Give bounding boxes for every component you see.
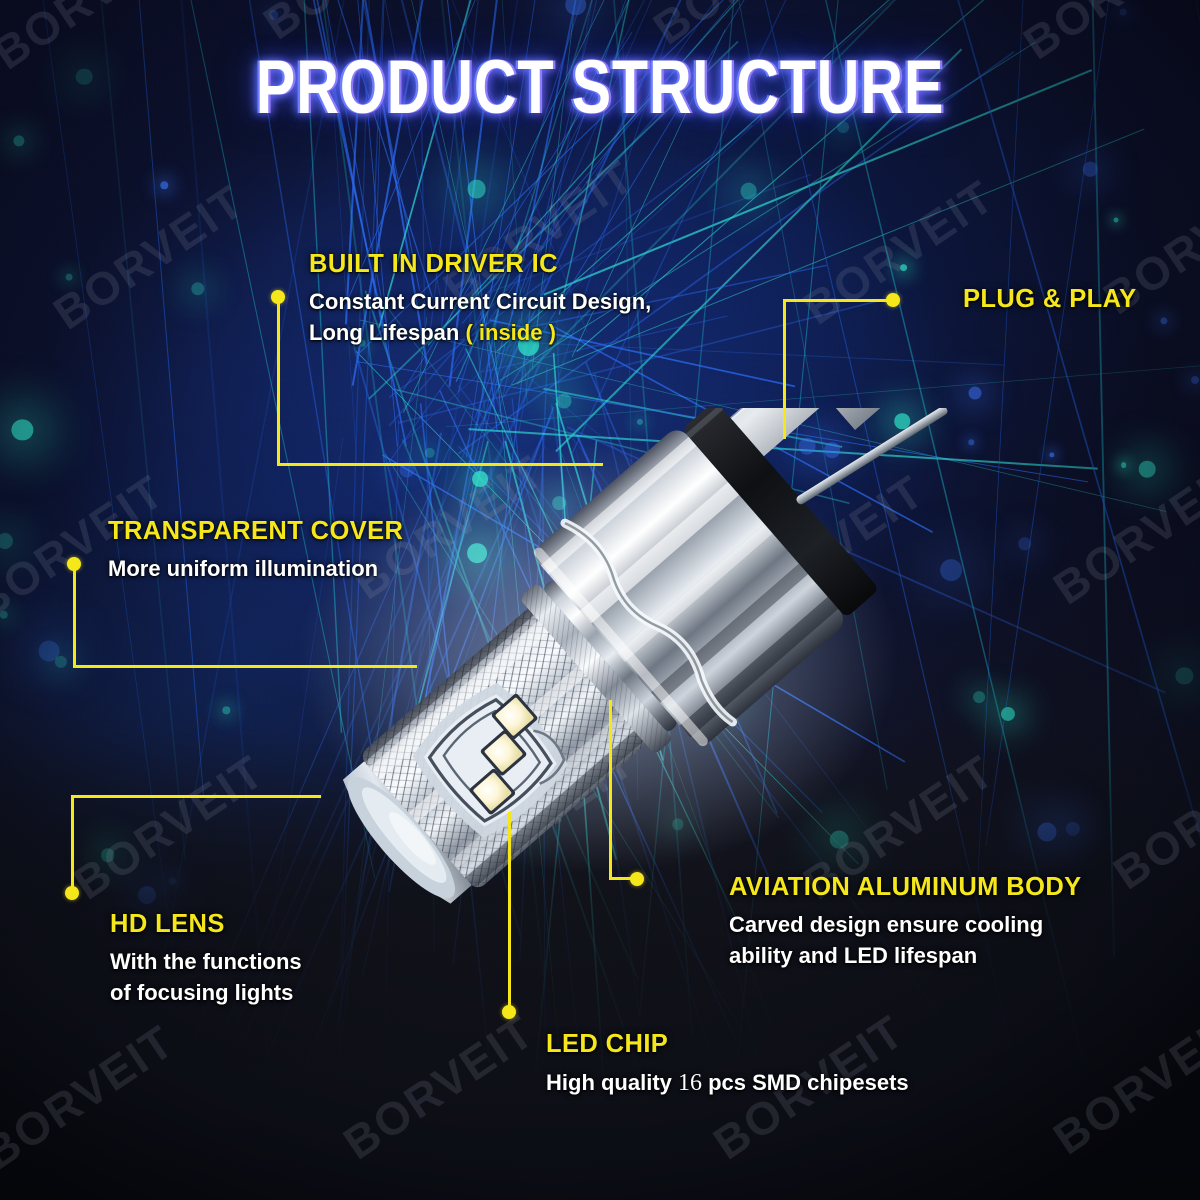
- callout-led-chip: LED CHIP High quality 16 pcs SMD chipese…: [546, 1030, 909, 1100]
- product-image-led-bulb: [268, 251, 948, 908]
- leader-dot-transparent-cover: [67, 557, 81, 571]
- callout-description-hd-lens: With the functions of focusing lights: [110, 946, 302, 1008]
- leader-line-hd-lens-horizontal: [71, 795, 321, 798]
- callout-description-led-chip: High quality 16 pcs SMD chipesets: [546, 1066, 909, 1100]
- leader-dot-plug-play: [886, 293, 900, 307]
- callout-title-hd-lens: HD LENS: [110, 910, 225, 938]
- callout-line: Carved design ensure cooling: [729, 912, 1044, 937]
- callout-line: pcs SMD chipesets: [702, 1070, 909, 1095]
- callout-title-aviation-aluminum-body: AVIATION ALUMINUM BODY: [729, 873, 1082, 901]
- callout-aviation-aluminum-body: AVIATION ALUMINUM BODY Carved design ens…: [729, 873, 1082, 971]
- leader-line-plug-play-vertical: [783, 299, 786, 439]
- callout-description-built-in-driver-ic: Constant Current Circuit Design, Long Li…: [309, 286, 651, 348]
- callout-hd-lens: HD LENS With the functions of focusing l…: [110, 910, 302, 1008]
- leader-dot-driver-ic: [271, 290, 285, 304]
- leader-line-driver-ic-horizontal: [277, 463, 603, 466]
- callout-line: High quality: [546, 1070, 678, 1095]
- leader-line-transparent-cover-vertical: [73, 563, 76, 668]
- leader-line-aviation-body-horizontal: [609, 877, 639, 880]
- leader-line-transparent-cover-horizontal: [73, 665, 417, 668]
- leader-line-hd-lens-vertical: [71, 795, 74, 893]
- callout-title-led-chip: LED CHIP: [546, 1030, 669, 1058]
- callout-line: Long Lifespan: [309, 320, 466, 346]
- callout-line: of focusing lights: [110, 980, 294, 1006]
- callout-title-plug-and-play: PLUG & PLAY: [963, 285, 1137, 313]
- callout-description-transparent-cover: More uniform illumination: [108, 553, 403, 584]
- callout-transparent-cover: TRANSPARENT COVER More uniform illuminat…: [108, 517, 403, 584]
- callout-built-in-driver-ic: BUILT IN DRIVER IC Constant Current Circ…: [309, 250, 651, 348]
- callout-title-built-in-driver-ic: BUILT IN DRIVER IC: [309, 250, 558, 278]
- callout-title-transparent-cover: TRANSPARENT COVER: [108, 517, 404, 545]
- leader-line-led-chip-vertical: [508, 812, 511, 1012]
- leader-line-plug-play-horizontal: [783, 299, 893, 302]
- callout-line: More uniform illumination: [108, 556, 379, 581]
- leader-line-aviation-body-vertical: [609, 700, 612, 880]
- callout-line: With the functions: [110, 949, 302, 974]
- leader-dot-hd-lens: [65, 886, 79, 900]
- page-title: PRODUCT STRUCTURE: [255, 45, 945, 130]
- callout-plug-and-play: PLUG & PLAY: [963, 285, 1137, 314]
- leader-dot-led-chip: [502, 1005, 516, 1019]
- callout-line-highlight: ( inside ): [465, 320, 556, 346]
- callout-line: Constant Current Circuit Design,: [309, 289, 652, 314]
- leader-dot-aviation-body: [630, 872, 644, 886]
- callout-line: ability and LED lifespan: [729, 943, 978, 969]
- leader-line-driver-ic-vertical: [277, 296, 280, 466]
- callout-description-aviation-aluminum-body: Carved design ensure cooling ability and…: [729, 909, 1082, 971]
- callout-line-count: 16: [678, 1070, 702, 1096]
- led-bulb-illustration: [298, 251, 948, 904]
